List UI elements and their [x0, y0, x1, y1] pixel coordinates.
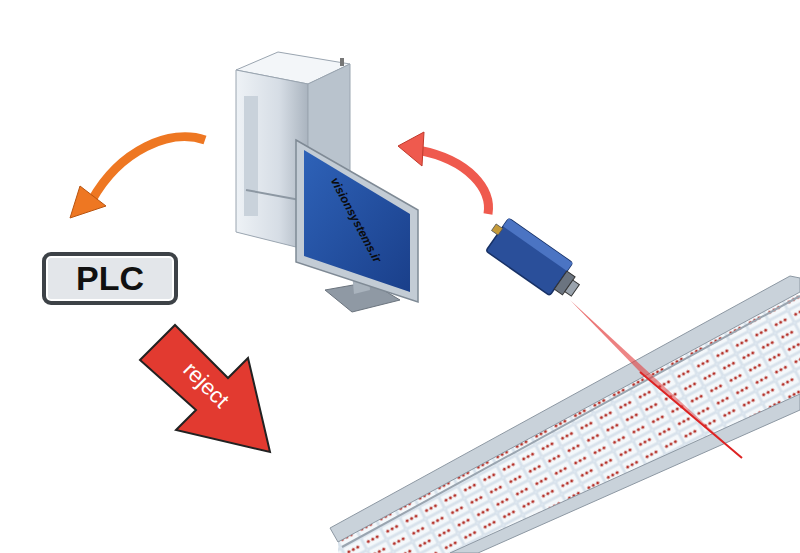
box-label: PLC — [76, 259, 144, 298]
computer-monitor — [296, 140, 418, 312]
camera-beam — [570, 300, 742, 458]
flow-arrow — [418, 150, 488, 214]
flow-arrow — [92, 137, 205, 200]
reject-arrow — [140, 325, 270, 452]
conveyor-rail — [450, 394, 800, 553]
camera — [480, 214, 587, 306]
conveyor-belt — [338, 292, 800, 553]
plc-box: PLC — [42, 252, 178, 305]
